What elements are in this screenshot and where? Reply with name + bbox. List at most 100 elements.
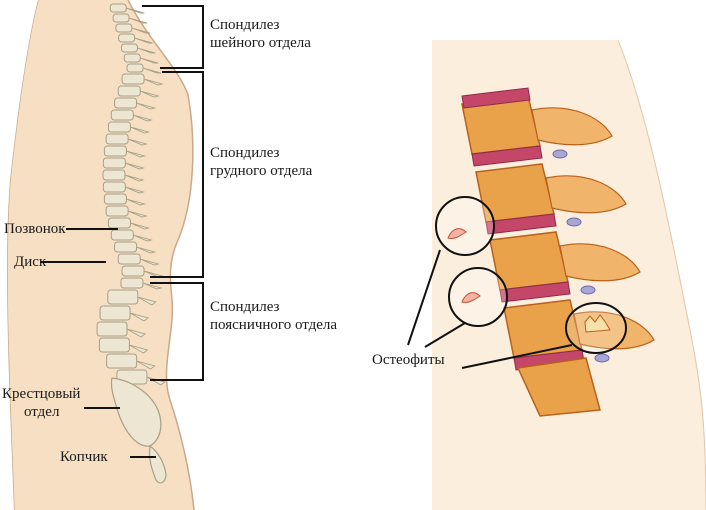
spine-vertebra [114, 97, 138, 109]
osteophyte-pointers [407, 249, 573, 369]
spine-vertebra [102, 181, 126, 193]
label-lumbar-line1: Спондилез [210, 299, 280, 315]
spinous-process [136, 246, 157, 254]
spinous-process [128, 17, 148, 24]
spine-vertebra [103, 193, 127, 205]
pointer-osteophyte-2 [424, 322, 466, 348]
spine-vertebra [120, 43, 138, 53]
spine-vertebra [99, 305, 131, 321]
spine-vertebra [98, 337, 130, 353]
bracket-thoracic [150, 71, 204, 278]
closeup-disc [471, 145, 543, 167]
label-sacral: Крестцовый отдел [2, 385, 80, 421]
spine-vertebra [107, 289, 139, 305]
label-lumbar-spondylosis: Спондилез поясничного отдела [210, 298, 337, 334]
spinous-process [137, 47, 156, 54]
spine-vertebra [115, 23, 133, 33]
spinous-process [133, 234, 154, 242]
pointer-osteophyte-3 [461, 344, 573, 369]
closeup-vertebra-arch [559, 243, 641, 282]
spinous-process [143, 78, 164, 86]
spine-vertebra [114, 241, 138, 253]
label-lumbar-line2: поясничного отдела [210, 317, 338, 333]
spinous-process [142, 67, 162, 74]
osteophyte-circle-1 [435, 196, 495, 256]
closeup-nerve [594, 353, 610, 363]
label-sacral-line1: Крестцовый [2, 386, 81, 402]
spinous-process [129, 312, 150, 322]
spine-vertebra [105, 205, 129, 217]
pointer-osteophyte-1 [407, 249, 441, 346]
label-cervical-spondylosis: Спондилез шейного отдела [210, 16, 311, 52]
closeup-nerve [566, 217, 582, 227]
bracket-cervical [142, 5, 204, 69]
spinous-process [130, 222, 151, 230]
spine-vertebra [117, 85, 141, 97]
closeup-disc [485, 213, 557, 235]
spine-vertebra [103, 145, 127, 157]
spine-vertebra [110, 109, 134, 121]
spine-vertebra [102, 169, 126, 181]
spinous-process [126, 198, 147, 206]
spine-vertebra [112, 13, 130, 23]
region-brackets [142, 5, 204, 381]
bracket-lumbar [150, 282, 204, 381]
spinous-process [126, 150, 147, 158]
closeup-vertebra-body [516, 357, 601, 417]
label-vertebra: Позвонок [4, 221, 66, 237]
spine-vertebra [96, 321, 128, 337]
spine-vertebra [110, 229, 134, 241]
spinous-process [133, 114, 154, 122]
closeup-disc [499, 281, 571, 303]
spinous-process [136, 102, 157, 110]
spinous-process [126, 7, 145, 14]
label-cervical-line1: Спондилез [210, 17, 280, 33]
sacrum [110, 377, 167, 484]
spinous-process [140, 57, 159, 64]
spinous-process [130, 126, 151, 134]
closeup-vertebra-arch [545, 175, 627, 214]
spine-vertebra [121, 265, 145, 277]
spinous-process [137, 296, 157, 306]
spine-vertebra [117, 253, 141, 265]
spine-vertebra [107, 121, 131, 133]
spine-vertebra [118, 33, 136, 43]
label-disc: Диск [14, 254, 47, 270]
spinous-process [140, 258, 160, 266]
spine-vertebra [109, 3, 127, 13]
spine-vertebra [123, 53, 141, 63]
closeup-nerve [552, 149, 568, 159]
label-sacral-line2: отдел [24, 404, 60, 420]
closeup-vertebra-arch [531, 107, 613, 146]
label-coccyx: Копчик [60, 449, 108, 465]
spinous-process [124, 174, 145, 182]
spinous-process [126, 328, 147, 338]
spinous-process [129, 344, 149, 354]
label-cervical-line2: шейного отдела [210, 35, 311, 51]
spine-vertebra [105, 133, 129, 145]
spinous-process [125, 186, 146, 194]
coccyx-bone [148, 444, 167, 484]
closeup-spine-segment [461, 87, 655, 417]
spine-column [96, 3, 166, 386]
spine-vertebra [106, 353, 138, 369]
spinous-process [131, 27, 150, 34]
spinous-process [136, 360, 156, 370]
spine-vertebra [120, 277, 144, 289]
osteophyte-marks [447, 228, 611, 333]
label-thoracic-line2: грудного отдела [210, 163, 313, 179]
label-thoracic-line1: Спондилез [210, 145, 280, 161]
spine-vertebra [121, 73, 145, 85]
spinous-process [127, 210, 148, 218]
spinous-process [140, 90, 160, 98]
label-osteophytes: Остеофиты [372, 352, 445, 368]
pointer-lines [40, 228, 156, 458]
spinous-process [142, 282, 163, 290]
label-thoracic-spondylosis: Спондилез грудного отдела [210, 144, 312, 180]
closeup-top-disc [461, 87, 531, 109]
spinous-process [125, 162, 146, 170]
spine-vertebra [107, 217, 131, 229]
spinous-process [134, 37, 153, 44]
